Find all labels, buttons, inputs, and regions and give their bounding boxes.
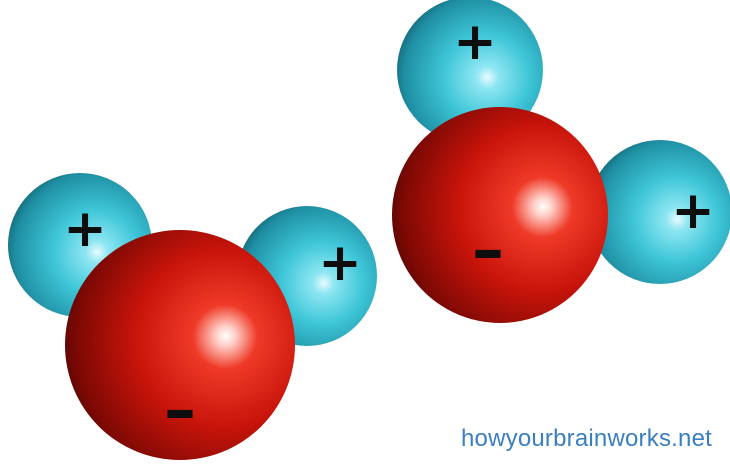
negative-charge-label: – <box>164 374 196 448</box>
positive-charge-label: + <box>63 199 107 259</box>
positive-charge-label: + <box>671 181 715 241</box>
water-molecule-right: + + – <box>392 0 730 323</box>
negative-charge-label: – <box>472 214 504 288</box>
source-watermark: howyourbrainworks.net <box>461 425 712 453</box>
water-molecule-left: + + – <box>8 173 377 460</box>
positive-charge-label: + <box>318 233 362 293</box>
positive-charge-label: + <box>453 12 497 72</box>
